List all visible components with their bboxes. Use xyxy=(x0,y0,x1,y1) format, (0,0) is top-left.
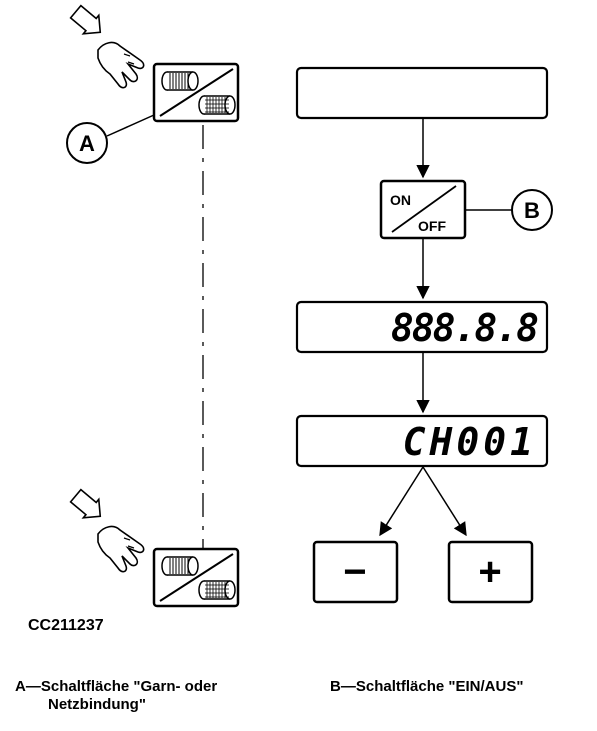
twine-roll-icon xyxy=(162,557,198,575)
hand-pointer-icon-bottom xyxy=(68,487,144,572)
caption-b-text: Schaltfläche "EIN/AUS" xyxy=(356,678,524,695)
caption-a-prefix: A— xyxy=(15,678,41,695)
minus-button[interactable]: − xyxy=(314,542,397,602)
hand-pointer-icon-top xyxy=(68,3,144,88)
caption-a: A—Schaltfläche "Garn- oder xyxy=(15,678,217,696)
on-label: ON xyxy=(390,192,411,208)
caption-b-prefix: B— xyxy=(330,678,356,695)
callout-b: B xyxy=(466,190,552,230)
display-test-pattern: 888.8.8 xyxy=(297,302,547,352)
plus-label: + xyxy=(478,550,501,594)
display-channel: CH001 xyxy=(297,416,547,466)
caption-b: B—Schaltfläche "EIN/AUS" xyxy=(330,678,523,696)
caption-a-line2: Netzbindung" xyxy=(48,696,146,713)
flow-arrow-plus xyxy=(423,467,466,535)
flow-arrow-minus xyxy=(380,467,423,535)
callout-b-label: B xyxy=(524,198,540,223)
net-roll-icon xyxy=(199,581,235,599)
callout-a-label: A xyxy=(79,131,95,156)
test-pattern-text: 888.8.8 xyxy=(391,306,538,350)
caption-a-line1: Schaltfläche "Garn- oder xyxy=(41,678,217,695)
blank-display xyxy=(297,68,547,118)
figure-id: CC211237 xyxy=(28,617,104,634)
minus-label: − xyxy=(343,550,366,594)
twine-roll-icon xyxy=(162,72,198,90)
twine-net-button-top[interactable] xyxy=(154,64,238,121)
plus-button[interactable]: + xyxy=(449,542,532,602)
off-label: OFF xyxy=(418,218,446,234)
channel-text: CH001 xyxy=(403,420,537,464)
twine-net-button-bottom[interactable] xyxy=(154,549,238,606)
callout-a: A xyxy=(67,115,154,163)
caption-a-continued: Netzbindung" xyxy=(48,696,146,714)
net-roll-icon xyxy=(199,96,235,114)
on-off-button[interactable]: ON OFF xyxy=(381,181,465,238)
